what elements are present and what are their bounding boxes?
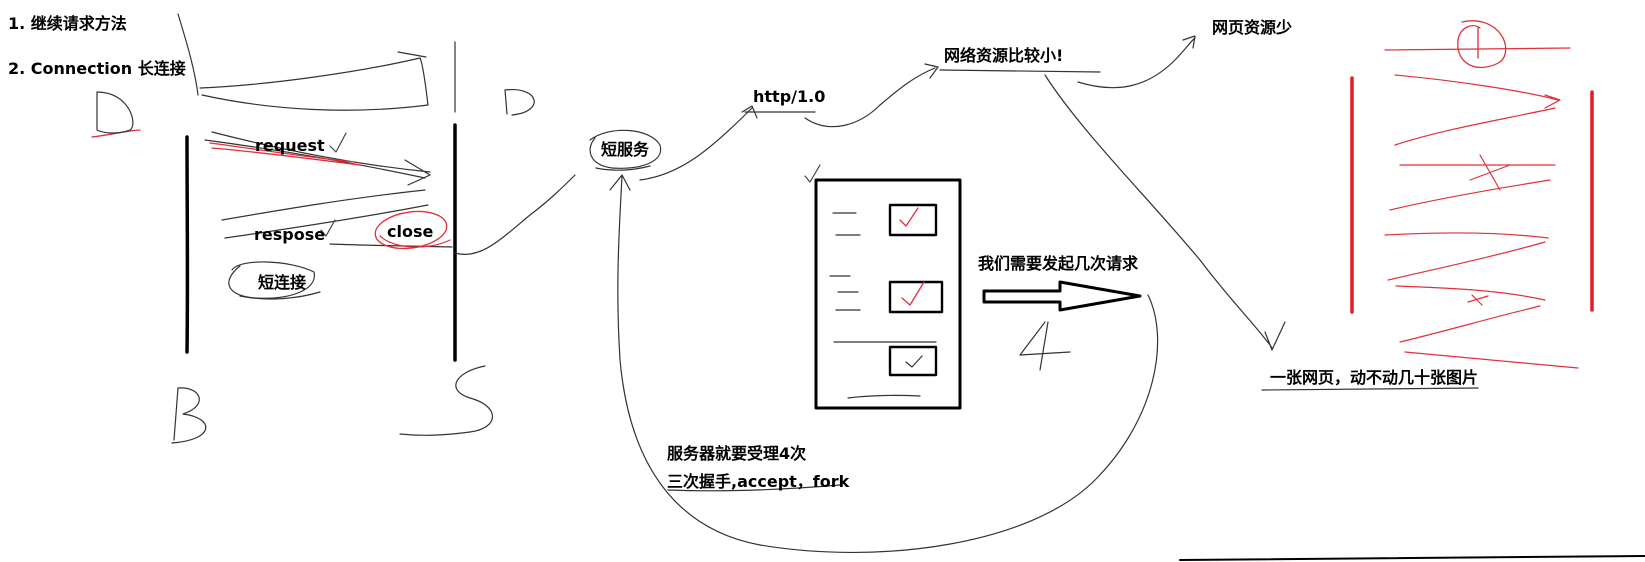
few-network-resources-label: 网络资源比较小! — [944, 46, 1064, 65]
d-left-stroke — [96, 91, 134, 134]
image-box-2 — [888, 280, 944, 314]
request-check — [329, 132, 347, 153]
close-to-short-service-curve — [454, 174, 576, 255]
resources-to-images-curve — [1044, 74, 1286, 351]
letter-d2-stroke — [504, 89, 535, 116]
image-box-1 — [888, 203, 938, 237]
webpage-check-mark — [804, 164, 821, 183]
http-to-resources-curve — [804, 63, 939, 128]
request-arrow — [204, 131, 431, 186]
server-accepts-label: 服务器就要受理4次 — [667, 444, 807, 463]
close-red-tail — [379, 235, 451, 248]
handshake-underline — [667, 484, 841, 492]
digit-4-stroke — [1019, 321, 1071, 371]
bottom-right-line — [1179, 555, 1645, 561]
letter-s-stroke — [399, 365, 494, 436]
webpage-text-lines — [829, 212, 937, 399]
image-check-red-1 — [899, 207, 919, 227]
page-images-label: 一张网页，动不动几十张图片 — [1270, 368, 1479, 387]
close-label: close — [387, 222, 434, 241]
request-label: request — [255, 136, 325, 155]
respose-check — [320, 219, 336, 237]
image-check-3 — [905, 355, 923, 368]
red-top-circle — [1457, 20, 1507, 69]
respose-arrow — [221, 189, 453, 248]
short-service-circle — [589, 129, 662, 171]
resources-underline — [939, 69, 1101, 73]
short-connection-circle — [228, 261, 321, 300]
webpage-box — [814, 178, 962, 410]
http-version-label: http/1.0 — [753, 87, 826, 106]
how-many-requests-label: 我们需要发起几次请求 — [978, 254, 1139, 273]
hollow-arrow — [982, 280, 1142, 312]
request-underline-red — [209, 142, 361, 166]
red-zigzag-arrows — [1384, 47, 1579, 369]
top-arrow-lines — [177, 13, 429, 111]
note-item-1: 1. 继续请求方法 — [8, 14, 127, 33]
image-check-red-2 — [901, 281, 925, 306]
close-red-circle — [374, 210, 448, 250]
short-service-label: 短服务 — [601, 140, 650, 159]
few-page-resources-label: 网页资源少 — [1212, 18, 1293, 37]
image-box-3 — [888, 345, 938, 377]
images-underline — [1261, 387, 1479, 391]
note-item-2: 2. Connection 长连接 — [8, 59, 186, 78]
letter-b-stroke — [171, 387, 207, 444]
short-connection-label: 短连接 — [258, 273, 307, 292]
handshake-accept-fork-label: 三次握手,accept，fork — [667, 472, 850, 491]
respose-label: respose — [254, 225, 326, 244]
short-service-to-http-curve — [639, 105, 758, 181]
digit-4: 4 — [0, 0, 1, 1]
resources-to-page-curve — [1077, 35, 1196, 89]
big-loop-curve — [609, 174, 1159, 554]
